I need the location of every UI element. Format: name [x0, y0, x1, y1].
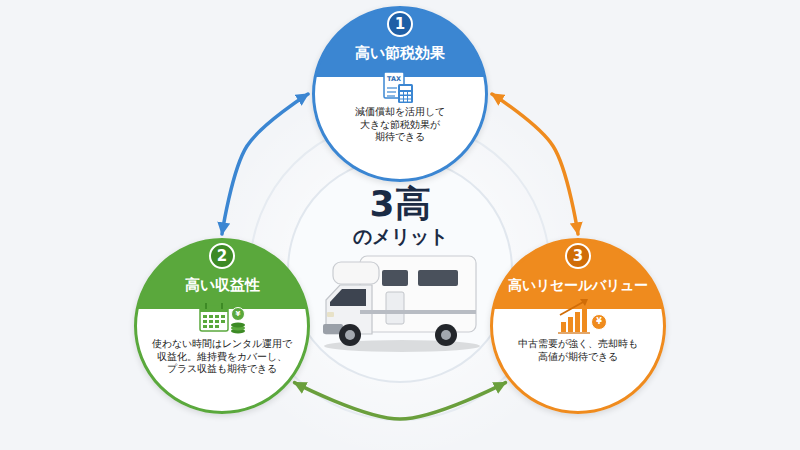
calendar-days	[203, 315, 225, 328]
callout-number: 1	[387, 11, 413, 37]
circle-body: 中古需要が強く、売却時も 高値が期待できる	[514, 338, 642, 363]
tax-icon	[384, 72, 413, 103]
callout-number: 2	[209, 243, 235, 269]
callout-number: 3	[565, 243, 591, 269]
merit-circle: 1高い節税効果減価償却を活用して 大きな節税効果が 期待できる	[312, 6, 488, 182]
van-wheel	[339, 324, 361, 346]
calculator-symbol	[398, 84, 413, 103]
center-subtitle: のメリット	[353, 227, 448, 246]
growth-chart-icon	[558, 299, 607, 333]
calculator-keys	[400, 92, 411, 102]
circle-body: 使わない時間はレンタル運用で 収益化。維持費をカバーし、 プラス収益も期待できる	[151, 338, 293, 376]
calendar-header	[200, 306, 228, 312]
bar	[575, 312, 580, 332]
text-line	[387, 91, 396, 92]
van-hub	[345, 330, 355, 340]
circle-heading: 高い収益性	[185, 271, 260, 299]
van-windshield	[330, 289, 366, 306]
circle-heading: 高い節税効果	[355, 39, 445, 67]
document-symbol	[384, 72, 404, 98]
van-window	[382, 270, 408, 286]
bar	[582, 306, 587, 332]
van-overcab	[333, 262, 379, 284]
calendar-icon	[200, 303, 245, 334]
yen-coin	[592, 315, 607, 330]
text-line	[387, 95, 395, 96]
circle-heading: 高いリセールバリュー	[508, 271, 648, 299]
bar	[561, 322, 566, 332]
trend-arrow	[560, 301, 585, 315]
deco-ring	[288, 158, 512, 382]
merit-circle: 2高い収益性使わない時間はレンタル運用で 収益化。維持費をカバーし、 プラス収益…	[134, 238, 310, 414]
van-headlight	[327, 312, 334, 317]
van-hub	[441, 330, 451, 340]
coin-stack	[231, 308, 245, 334]
calendar-ring	[221, 303, 223, 309]
merit-circle: 3高いリセールバリュー中古需要が強く、売却時も 高値が期待できる	[490, 238, 666, 414]
bar	[568, 317, 573, 332]
van-window	[418, 270, 458, 286]
van-wheel	[435, 324, 457, 346]
van-door	[386, 292, 404, 324]
center-title: 3高	[369, 186, 430, 222]
camper-van	[323, 256, 480, 352]
calendar-ring	[205, 303, 207, 309]
circle-body: 減価償却を活用して 大きな節税効果が 期待できる	[348, 106, 452, 144]
trend-arrowhead	[580, 299, 588, 306]
text-line	[387, 87, 397, 88]
van-stripe	[360, 310, 476, 314]
cycle-arrow	[222, 94, 308, 234]
axis	[558, 332, 590, 333]
calculator-screen	[400, 86, 411, 90]
cycle-arrow	[294, 383, 505, 419]
cycle-arrow	[492, 94, 578, 234]
calendar-symbol	[200, 306, 228, 331]
